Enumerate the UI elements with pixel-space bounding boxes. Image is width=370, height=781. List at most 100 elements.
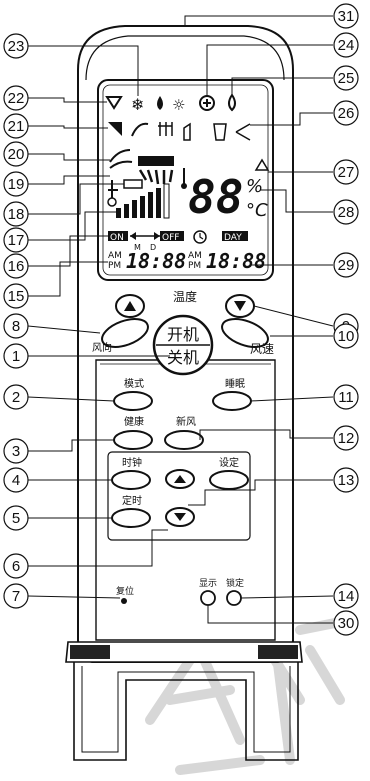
mode-label: 模式 — [124, 377, 144, 390]
health-button[interactable] — [113, 430, 153, 450]
health-icon — [131, 122, 149, 137]
callout-number: 5 — [12, 510, 20, 527]
mode-button[interactable] — [113, 391, 153, 411]
temp-up-button[interactable] — [115, 294, 145, 318]
lcd-icons: ❄ ☼ — [105, 93, 270, 219]
power-button[interactable]: 开机 关机 — [152, 314, 214, 376]
off-label: OFF — [162, 233, 179, 243]
callout-10: 10 — [333, 323, 359, 349]
callout-number: 8 — [12, 318, 20, 335]
set-label: 设定 — [219, 456, 239, 469]
callout-31: 31 — [333, 3, 359, 29]
callout-4: 4 — [3, 467, 29, 493]
callout-24: 24 — [333, 32, 359, 58]
callout-1: 1 — [3, 343, 29, 369]
callout-number: 28 — [338, 204, 355, 221]
callout-number: 30 — [338, 615, 355, 632]
callout-number: 7 — [12, 588, 20, 605]
dry-icon — [228, 93, 236, 112]
callout-number: 19 — [8, 176, 25, 193]
power-off-label: 关机 — [167, 348, 199, 367]
timer-label: 定时 — [122, 494, 142, 507]
callout-27: 27 — [333, 159, 359, 185]
display-label: 显示 — [199, 578, 217, 589]
fan-speed-bars — [116, 183, 170, 219]
sleep-button[interactable] — [212, 391, 252, 411]
airflow-icon — [109, 149, 133, 169]
callout-number: 31 — [338, 8, 355, 25]
on-label: ON — [110, 233, 124, 243]
callout-number: 29 — [338, 257, 355, 274]
timer-down-button[interactable] — [165, 507, 195, 527]
callout-6: 6 — [3, 553, 29, 579]
callout-19: 19 — [3, 171, 29, 197]
callout-17: 17 — [3, 227, 29, 253]
callout-number: 11 — [338, 389, 354, 406]
timer-up-button[interactable] — [165, 469, 195, 489]
callout-12: 12 — [333, 425, 359, 451]
callout-number: 12 — [338, 430, 355, 447]
sun-icon: ☼ — [172, 96, 185, 114]
callout-number: 27 — [338, 164, 355, 181]
pm-right: PM — [188, 261, 201, 271]
callout-29: 29 — [333, 252, 359, 278]
day-label: DAY — [224, 233, 242, 243]
clock-icon — [193, 230, 207, 244]
callout-number: 26 — [338, 105, 355, 122]
callout-number: 2 — [12, 389, 20, 406]
callout-number: 18 — [8, 206, 25, 223]
drop-icon — [157, 96, 163, 110]
display-button[interactable] — [200, 590, 216, 606]
triangle-up-icon — [174, 475, 186, 483]
callout-16: 16 — [3, 253, 29, 279]
callout-18: 18 — [3, 201, 29, 227]
callout-number: 14 — [338, 588, 355, 605]
callout-2: 2 — [3, 384, 29, 410]
fresh-air-label: 新风 — [176, 415, 196, 428]
louver-icon — [138, 156, 174, 166]
callout-15: 15 — [3, 283, 29, 309]
snowflake-icon: ❄ — [131, 95, 144, 114]
swing-icon — [235, 123, 251, 141]
fan-speed-button[interactable] — [218, 314, 271, 353]
lock-button[interactable] — [226, 590, 242, 606]
set-button[interactable] — [209, 470, 249, 490]
callout-number: 3 — [12, 443, 20, 460]
reset-pinhole[interactable] — [121, 598, 127, 604]
triangle-up-icon — [124, 301, 136, 311]
temp-down-button[interactable] — [225, 294, 255, 318]
auto-mode-icon — [105, 96, 123, 110]
fresh-air-button[interactable] — [164, 430, 204, 450]
callout-14: 14 — [333, 583, 359, 609]
heater-icon — [158, 122, 173, 136]
callout-26: 26 — [333, 100, 359, 126]
callout-20: 20 — [3, 141, 29, 167]
moon-icon — [108, 122, 122, 136]
fresh-air-icon — [183, 122, 191, 141]
triangle-down-icon — [234, 301, 246, 311]
power-on-label: 开机 — [167, 325, 199, 344]
m-label: M — [134, 243, 141, 252]
fan-speed-label: 风速 — [250, 342, 274, 356]
temperature-digits: 88 — [188, 170, 243, 224]
fan-direction-button[interactable] — [98, 314, 151, 353]
callout-number: 23 — [8, 38, 25, 55]
time-left: 18:88 — [126, 249, 186, 273]
callout-number: 21 — [8, 118, 25, 135]
am-right: AM — [188, 251, 202, 261]
callout-28: 28 — [333, 199, 359, 225]
callout-11: 11 — [333, 384, 359, 410]
pm-left: PM — [108, 261, 121, 271]
callout-number: 24 — [338, 37, 355, 54]
am-left: AM — [108, 251, 122, 261]
triangle-down-icon — [174, 513, 186, 521]
callout-number: 16 — [8, 258, 25, 275]
sleep-label: 睡眠 — [225, 377, 245, 390]
filter-icon — [213, 123, 227, 141]
callout-number: 10 — [338, 328, 355, 345]
percent-unit: % — [246, 176, 263, 197]
clock-button[interactable] — [111, 470, 151, 490]
timer-button[interactable] — [111, 508, 151, 528]
temp-label: 温度 — [173, 289, 197, 304]
